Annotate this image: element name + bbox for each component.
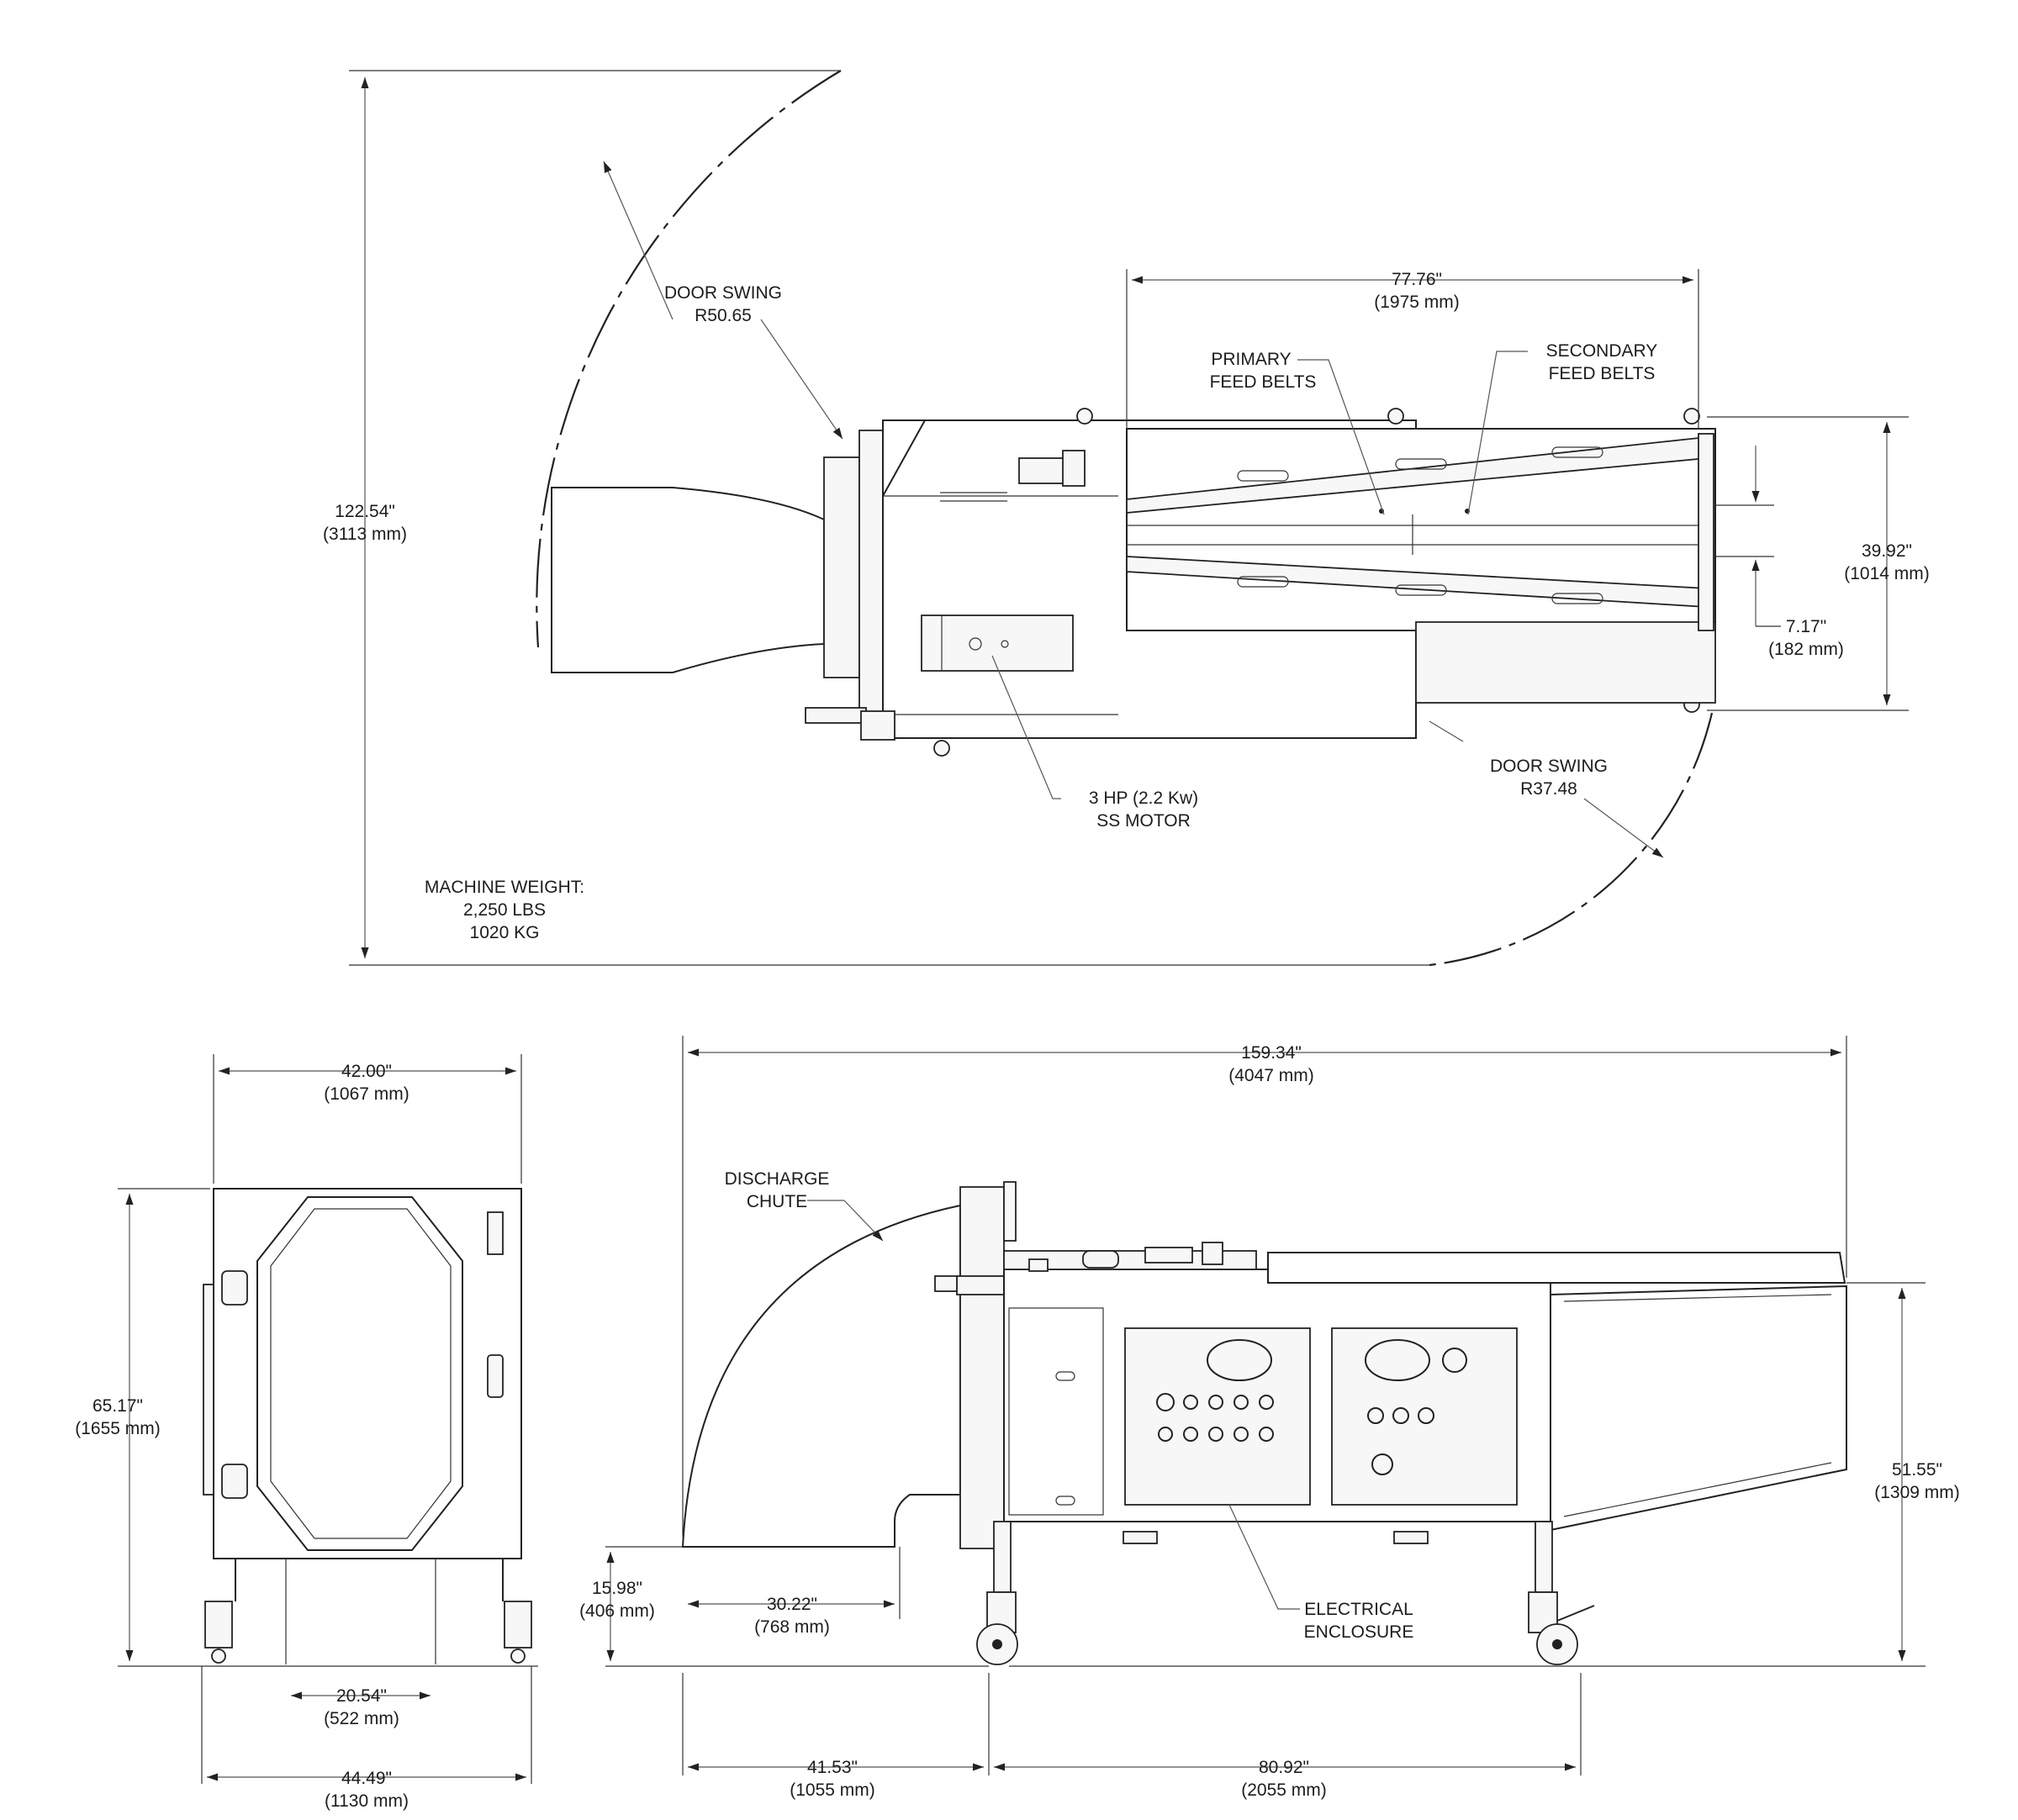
discharge-chute-line1: DISCHARGE (725, 1169, 830, 1189)
chute-to-caster-mm: (1055 mm) (790, 1780, 875, 1800)
overall-length-mm: (4047 mm) (1228, 1066, 1314, 1085)
belt-gap-mm: (182 mm) (1768, 640, 1844, 659)
secondary-feed-belts-line2: FEED BELTS (1549, 364, 1656, 383)
door-swing-arc-side (1429, 712, 1714, 967)
chute-projection-inches: 30.22" (767, 1595, 817, 1614)
belt-length-inches: 77.76" (1392, 270, 1442, 289)
electrical-enclosure-line2: ENCLOSURE (1304, 1622, 1414, 1642)
frame-width-mm: (1067 mm) (324, 1084, 409, 1104)
inner-leg-span-mm: (522 mm) (324, 1709, 399, 1728)
chute-door-panel (823, 456, 860, 678)
end-view: 42.00" (1067 mm) 65.17" (1655 mm) 20.54"… (75, 1054, 538, 1811)
infeed-height-inches: 51.55" (1892, 1460, 1942, 1480)
overall-width-mm: (1014 mm) (1844, 564, 1930, 583)
primary-feed-belts-line1: PRIMARY (1211, 350, 1291, 369)
chute-projection-mm: (768 mm) (754, 1617, 830, 1637)
frame-width-inches: 42.00" (341, 1062, 392, 1081)
side-view: 159.34" (4047 mm) DISCHARGE CHUTE 51.55"… (579, 1036, 1960, 1800)
end-window (256, 1196, 463, 1551)
door-swing-arc-main (536, 70, 842, 648)
belt-gap-inches: 7.17" (1786, 617, 1826, 636)
door-swing-side-line2: R37.48 (1520, 779, 1577, 799)
wheelbase-mm: (2055 mm) (1241, 1780, 1327, 1800)
chute-height-mm: (406 mm) (579, 1601, 655, 1621)
machine-weight-lbs: 2,250 LBS (463, 900, 546, 920)
machine-weight-title: MACHINE WEIGHT: (425, 878, 584, 897)
wheelbase-inches: 80.92" (1259, 1758, 1309, 1777)
chute-height-inches: 15.98" (592, 1579, 642, 1598)
top-view: DOOR SWING R50.65 77.76" (1975 mm) PRIMA… (323, 70, 1930, 967)
door-swing-side-line1: DOOR SWING (1490, 757, 1608, 776)
door-swing-main-line2: R50.65 (695, 306, 752, 325)
caster-span-mm: (1130 mm) (325, 1791, 409, 1811)
overall-width-inches: 39.92" (1862, 541, 1912, 561)
overall-length-inches: 159.34" (1241, 1043, 1302, 1063)
ss-motor (921, 615, 1074, 672)
secondary-feed-belts-line1: SECONDARY (1546, 341, 1658, 361)
discharge-chute-top (551, 487, 825, 673)
electrical-enclosure-left (1124, 1327, 1311, 1506)
motor-label-line2: SS MOTOR (1096, 811, 1191, 831)
motor-label-line1: 3 HP (2.2 Kw) (1089, 789, 1198, 808)
door-swing-main-line1: DOOR SWING (664, 283, 782, 303)
electrical-enclosure-right (1331, 1327, 1518, 1506)
inner-leg-span-inches: 20.54" (336, 1686, 387, 1706)
electrical-enclosure-line1: ELECTRICAL (1304, 1600, 1413, 1619)
side-belt-housing (1267, 1252, 1846, 1284)
overall-depth-mm: (3113 mm) (323, 525, 407, 544)
end-frame (213, 1188, 522, 1559)
belt-length-mm: (1975 mm) (1374, 293, 1460, 312)
caster-span-inches: 44.49" (341, 1769, 392, 1788)
overall-depth-inches: 122.54" (335, 502, 395, 521)
discharge-chute-line2: CHUTE (747, 1192, 807, 1211)
discharge-chute-side (681, 1204, 961, 1548)
chute-to-caster-inches: 41.53" (807, 1758, 858, 1777)
primary-feed-belts-line2: FEED BELTS (1210, 372, 1317, 392)
machine-weight-kg: 1020 KG (470, 923, 540, 942)
infeed-height-mm: (1309 mm) (1874, 1483, 1960, 1502)
end-height-inches: 65.17" (92, 1396, 143, 1416)
end-height-mm: (1655 mm) (75, 1419, 161, 1438)
